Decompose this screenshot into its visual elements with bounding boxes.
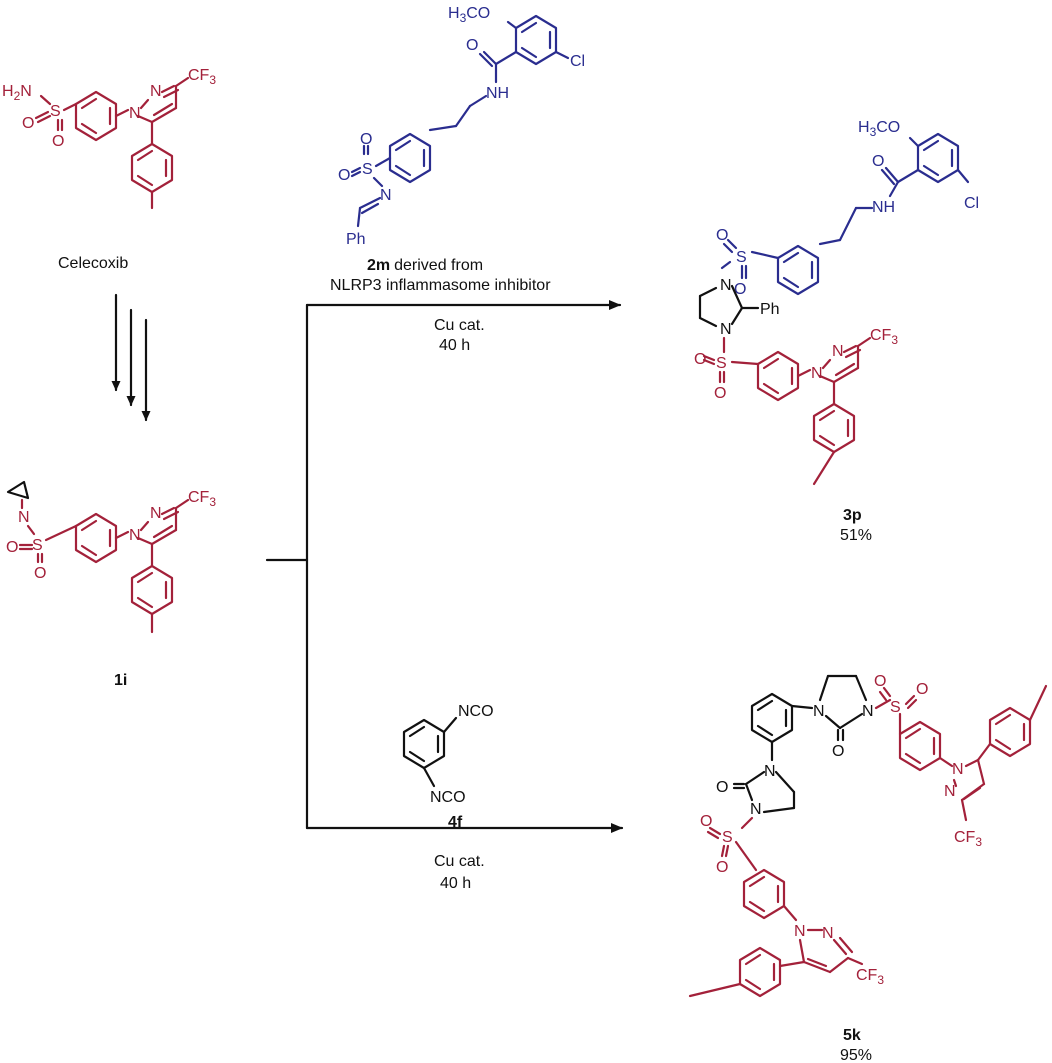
svg-text:N: N: [150, 505, 162, 522]
svg-text:N: N: [862, 703, 874, 720]
svg-text:N: N: [720, 277, 732, 294]
svg-text:N: N: [944, 783, 956, 800]
svg-text:NCO: NCO: [458, 703, 494, 720]
svg-text:N: N: [720, 321, 732, 338]
compound-1i-label: 1i: [114, 672, 127, 689]
svg-text:Ph: Ph: [346, 231, 366, 248]
svg-text:NH: NH: [486, 85, 509, 102]
svg-text:O: O: [832, 743, 844, 760]
svg-text:H2N: H2N: [2, 83, 32, 103]
svg-text:S: S: [716, 355, 727, 372]
top-time: 40 h: [439, 337, 470, 354]
svg-text:O: O: [700, 813, 712, 830]
svg-text:O: O: [22, 115, 34, 132]
bottom-time: 40 h: [440, 875, 471, 892]
svg-text:S: S: [50, 103, 61, 120]
svg-text:N: N: [129, 527, 141, 544]
svg-text:NH: NH: [872, 199, 895, 216]
svg-text:N: N: [764, 763, 776, 780]
svg-text:O: O: [338, 167, 350, 184]
product-3p-structure: H3CO Cl O NH S O O N N: [694, 119, 979, 486]
svg-text:O: O: [6, 539, 18, 556]
svg-text:O: O: [916, 681, 928, 698]
svg-text:O: O: [34, 565, 46, 582]
svg-text:N: N: [952, 761, 964, 778]
product-3p-label: 3p: [843, 507, 862, 524]
svg-text:O: O: [716, 859, 728, 876]
reagent-2m-structure: H3CO Cl O NH S O O N Ph: [338, 5, 585, 248]
svg-text:O: O: [360, 131, 372, 148]
svg-text:N: N: [822, 925, 834, 942]
svg-text:H3CO: H3CO: [858, 119, 900, 139]
reagent-2m-caption-2: NLRP3 inflammasome inhibitor: [330, 277, 551, 294]
compound-1i-structure: N S O O N N CF3: [6, 480, 216, 634]
svg-text:N: N: [811, 365, 823, 382]
svg-text:O: O: [716, 779, 728, 796]
svg-text:S: S: [362, 161, 373, 178]
svg-text:N: N: [18, 509, 30, 526]
svg-text:N: N: [380, 187, 392, 204]
svg-text:N: N: [813, 703, 825, 720]
multistep-arrows: [111, 293, 151, 422]
reagent-4f-structure: NCO NCO: [402, 703, 494, 806]
svg-text:O: O: [872, 153, 884, 170]
svg-text:CF3: CF3: [188, 489, 216, 509]
celecoxib-structure: H2N S O O N N CF3: [2, 67, 216, 210]
svg-text:S: S: [736, 249, 747, 266]
svg-text:Cl: Cl: [964, 195, 979, 212]
celecoxib-label: Celecoxib: [58, 255, 128, 272]
svg-text:O: O: [734, 281, 746, 298]
svg-text:O: O: [52, 133, 64, 150]
svg-text:O: O: [694, 351, 706, 368]
svg-text:Cl: Cl: [570, 53, 585, 70]
svg-text:O: O: [466, 37, 478, 54]
svg-text:N: N: [832, 343, 844, 360]
svg-text:O: O: [874, 673, 886, 690]
product-3p-yield: 51%: [840, 527, 872, 544]
svg-text:H3CO: H3CO: [448, 5, 490, 25]
reagent-4f-label: 4f: [448, 814, 463, 831]
svg-text:S: S: [890, 699, 901, 716]
product-5k-label: 5k: [843, 1027, 861, 1044]
svg-text:S: S: [722, 829, 733, 846]
svg-text:N: N: [750, 801, 762, 818]
svg-text:CF3: CF3: [870, 327, 898, 347]
svg-text:S: S: [32, 537, 43, 554]
svg-text:Ph: Ph: [760, 301, 780, 318]
reaction-arrows: [265, 300, 624, 833]
svg-text:NCO: NCO: [430, 789, 466, 806]
svg-text:CF3: CF3: [188, 67, 216, 87]
product-5k-structure: N N O S O O N N CF3: [688, 673, 1048, 998]
svg-text:O: O: [714, 385, 726, 402]
svg-text:N: N: [150, 83, 162, 100]
svg-text:CF3: CF3: [856, 967, 884, 987]
svg-text:CF3: CF3: [954, 829, 982, 849]
product-5k-yield: 95%: [840, 1047, 872, 1063]
bottom-catalyst: Cu cat.: [434, 853, 485, 870]
svg-text:O: O: [716, 227, 728, 244]
svg-text:N: N: [129, 105, 141, 122]
top-catalyst: Cu cat.: [434, 317, 485, 334]
svg-text:N: N: [794, 923, 806, 940]
